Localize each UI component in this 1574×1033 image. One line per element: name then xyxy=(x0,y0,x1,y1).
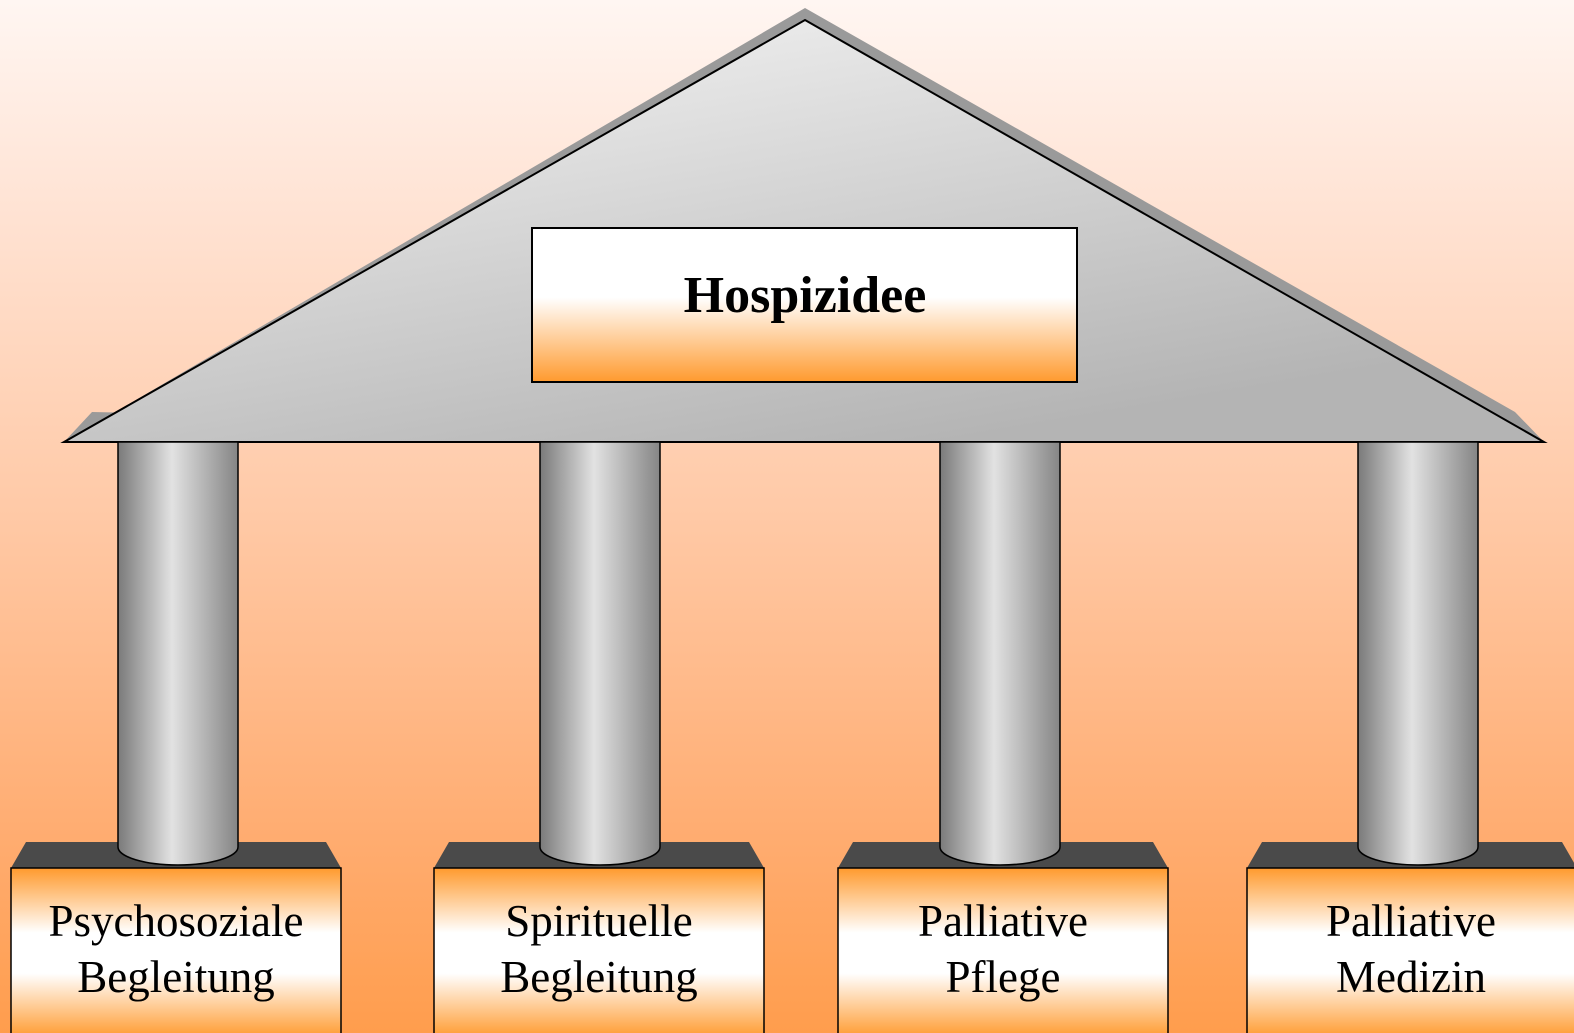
pillar-column xyxy=(939,441,1061,866)
pillar-label-line1: Psychosoziale xyxy=(49,896,304,946)
pillar-psychosoziale-begleitung: Psychosoziale Begleitung xyxy=(10,441,342,1033)
pillar-base-box xyxy=(433,867,765,1033)
pillar-base-box xyxy=(10,867,342,1033)
pillar-base-box xyxy=(1246,867,1574,1033)
pillar-label-line2: Medizin xyxy=(1336,952,1486,1002)
pillar-label-line1: Palliative xyxy=(918,896,1088,946)
roof-title-box xyxy=(531,227,1078,383)
pillar-spirituelle-begleitung: Spirituelle Begleitung xyxy=(433,441,765,1033)
pillar-label-line2: Begleitung xyxy=(77,952,274,1002)
roof: Hospizidee xyxy=(60,8,1548,443)
pillar-palliative-medizin: Palliative Medizin xyxy=(1246,441,1574,1033)
pillar-label-line2: Begleitung xyxy=(500,952,697,1002)
pillar-label-line1: Spirituelle xyxy=(505,896,692,946)
pillar-label-line2: Pflege xyxy=(946,952,1061,1002)
pillar-label-line1: Palliative xyxy=(1326,896,1496,946)
pillar-column xyxy=(539,441,661,866)
pillar-base-box xyxy=(837,867,1169,1033)
roof-title: Hospizidee xyxy=(684,267,927,324)
pillar-column xyxy=(117,441,239,866)
pillar-column xyxy=(1357,441,1479,866)
pillar-palliative-pflege: Palliative Pflege xyxy=(837,441,1169,1033)
